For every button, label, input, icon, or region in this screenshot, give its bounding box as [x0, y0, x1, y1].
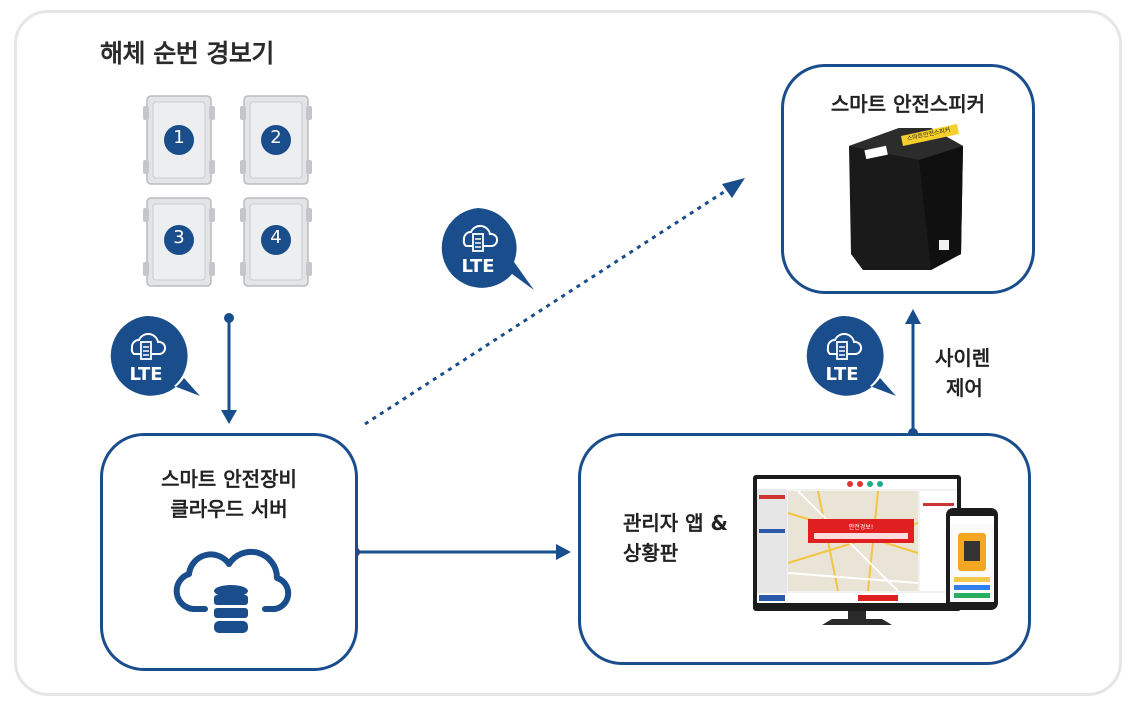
arrow-head-down	[221, 410, 237, 424]
alarm-number-2: 2	[270, 127, 282, 148]
monitor-and-phone-illustration: 안전경보!	[753, 475, 998, 625]
arrow-head-diagonal	[722, 178, 745, 198]
lte-bubble-1: LTE	[102, 312, 202, 408]
speaker-illustration: 스마트안전스피커	[849, 124, 963, 270]
lte-label-2: LTE	[461, 256, 495, 277]
alarm-number-1: 1	[173, 127, 185, 148]
server-title-line2: 클라우드 서버	[170, 497, 288, 521]
cloud-server-box: 스마트 안전장비 클라우드 서버	[100, 433, 358, 671]
dashboard-alert-title: 안전경보!	[849, 523, 874, 531]
dashboard-box: 관리자 앱 & 상황판 안전경보!	[578, 433, 1031, 665]
alarm-box-1: 1	[143, 94, 215, 186]
speaker-title: 스마트 안전스피커	[830, 92, 986, 116]
speaker-box: 스마트 안전스피커 스마트안전스피커	[781, 64, 1035, 294]
alarm-number-4: 4	[270, 227, 282, 248]
arrow-head-up	[905, 309, 921, 324]
siren-control-label-line1: 사이렌	[935, 346, 991, 370]
alarm-box-3: 3	[143, 196, 215, 288]
cloud-database-icon	[173, 548, 292, 633]
siren-control-label-line2: 제어	[946, 376, 983, 400]
lte-bubble-3: LTE	[798, 312, 898, 408]
lte-label-1: LTE	[129, 364, 163, 385]
connector-dotted-server-speaker	[364, 186, 731, 426]
lte-bubble-2: LTE	[432, 204, 536, 300]
lte-label-3: LTE	[825, 364, 859, 385]
arrow-head-right	[556, 544, 571, 560]
alarm-group-title: 해체 순번 경보기	[100, 39, 274, 68]
server-title-line1: 스마트 안전장비	[161, 467, 297, 491]
alarm-number-3: 3	[173, 227, 185, 248]
dashboard-title-line2: 상황판	[623, 541, 679, 565]
dashboard-title-line1: 관리자 앱 &	[623, 511, 728, 535]
alarm-box-2: 2	[240, 94, 312, 186]
alarm-box-4: 4	[240, 196, 312, 288]
